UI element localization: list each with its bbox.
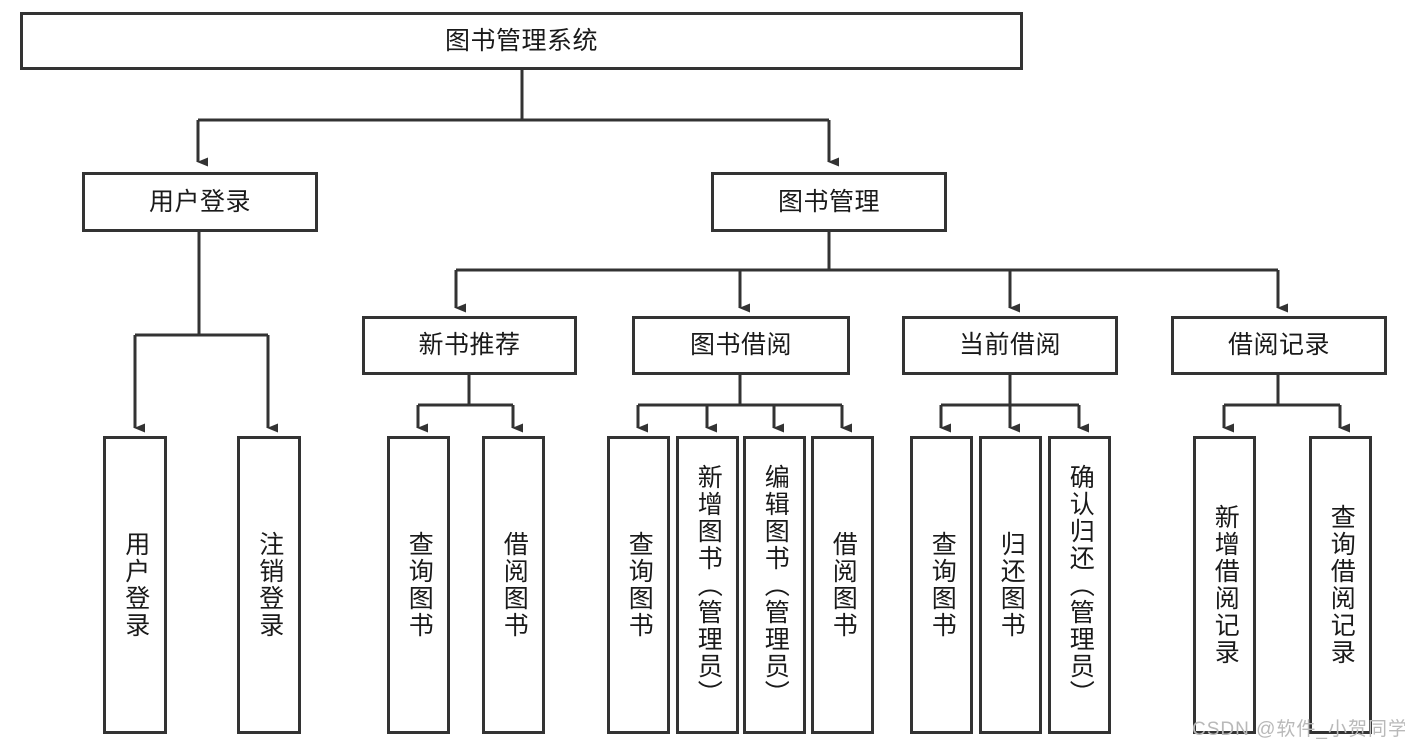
node-leaf-recommend-borrow-book-label: 借阅图书 [500, 531, 529, 639]
node-book-borrow[interactable]: 图书借阅 [632, 316, 850, 375]
node-leaf-borrow-query-book[interactable]: 查询图书 [607, 436, 670, 734]
node-leaf-query-borrow-record-label: 查询借阅记录 [1327, 504, 1356, 666]
node-leaf-user-login-label: 用户登录 [121, 531, 150, 639]
node-user-login[interactable]: 用户登录 [82, 172, 318, 232]
node-leaf-confirm-return-admin[interactable]: 确认归还（管理员） [1048, 436, 1111, 734]
node-current-borrow-label: 当前借阅 [958, 331, 1061, 360]
node-leaf-add-borrow-record-label: 新增借阅记录 [1211, 504, 1240, 666]
node-leaf-borrow-book-label: 借阅图书 [829, 531, 858, 639]
node-leaf-borrow-book[interactable]: 借阅图书 [811, 436, 874, 734]
node-leaf-current-query-book[interactable]: 查询图书 [910, 436, 973, 734]
node-leaf-user-logout[interactable]: 注销登录 [237, 436, 301, 734]
node-leaf-borrow-query-book-label: 查询图书 [625, 531, 654, 639]
node-book-borrow-label: 图书借阅 [689, 331, 792, 360]
node-leaf-query-borrow-record[interactable]: 查询借阅记录 [1309, 436, 1372, 734]
node-leaf-add-borrow-record[interactable]: 新增借阅记录 [1193, 436, 1256, 734]
node-leaf-edit-book-admin[interactable]: 编辑图书（管理员） [743, 436, 806, 734]
node-borrow-record-label: 借阅记录 [1227, 331, 1330, 360]
node-leaf-user-logout-label: 注销登录 [255, 531, 284, 639]
node-root-label: 图书管理系统 [444, 26, 598, 55]
node-leaf-user-login[interactable]: 用户登录 [103, 436, 167, 734]
node-leaf-add-book-admin[interactable]: 新增图书（管理员） [676, 436, 739, 734]
node-leaf-return-book[interactable]: 归还图书 [979, 436, 1042, 734]
node-book-management-label: 图书管理 [777, 187, 880, 216]
node-leaf-recommend-query-book[interactable]: 查询图书 [387, 436, 450, 734]
node-leaf-return-book-label: 归还图书 [997, 531, 1026, 639]
node-leaf-recommend-borrow-book[interactable]: 借阅图书 [482, 436, 545, 734]
node-leaf-confirm-return-admin-label: 确认归还（管理员） [1066, 463, 1095, 707]
node-root[interactable]: 图书管理系统 [20, 12, 1023, 70]
node-book-management[interactable]: 图书管理 [711, 172, 947, 232]
node-leaf-edit-book-admin-label: 编辑图书（管理员） [761, 463, 790, 707]
node-borrow-record[interactable]: 借阅记录 [1171, 316, 1387, 375]
node-user-login-label: 用户登录 [148, 187, 251, 216]
node-new-book-recommend[interactable]: 新书推荐 [362, 316, 577, 375]
node-leaf-add-book-admin-label: 新增图书（管理员） [694, 463, 723, 707]
node-leaf-current-query-book-label: 查询图书 [928, 531, 957, 639]
node-leaf-recommend-query-book-label: 查询图书 [405, 531, 434, 639]
node-new-book-recommend-label: 新书推荐 [418, 331, 521, 360]
node-current-borrow[interactable]: 当前借阅 [902, 316, 1118, 375]
